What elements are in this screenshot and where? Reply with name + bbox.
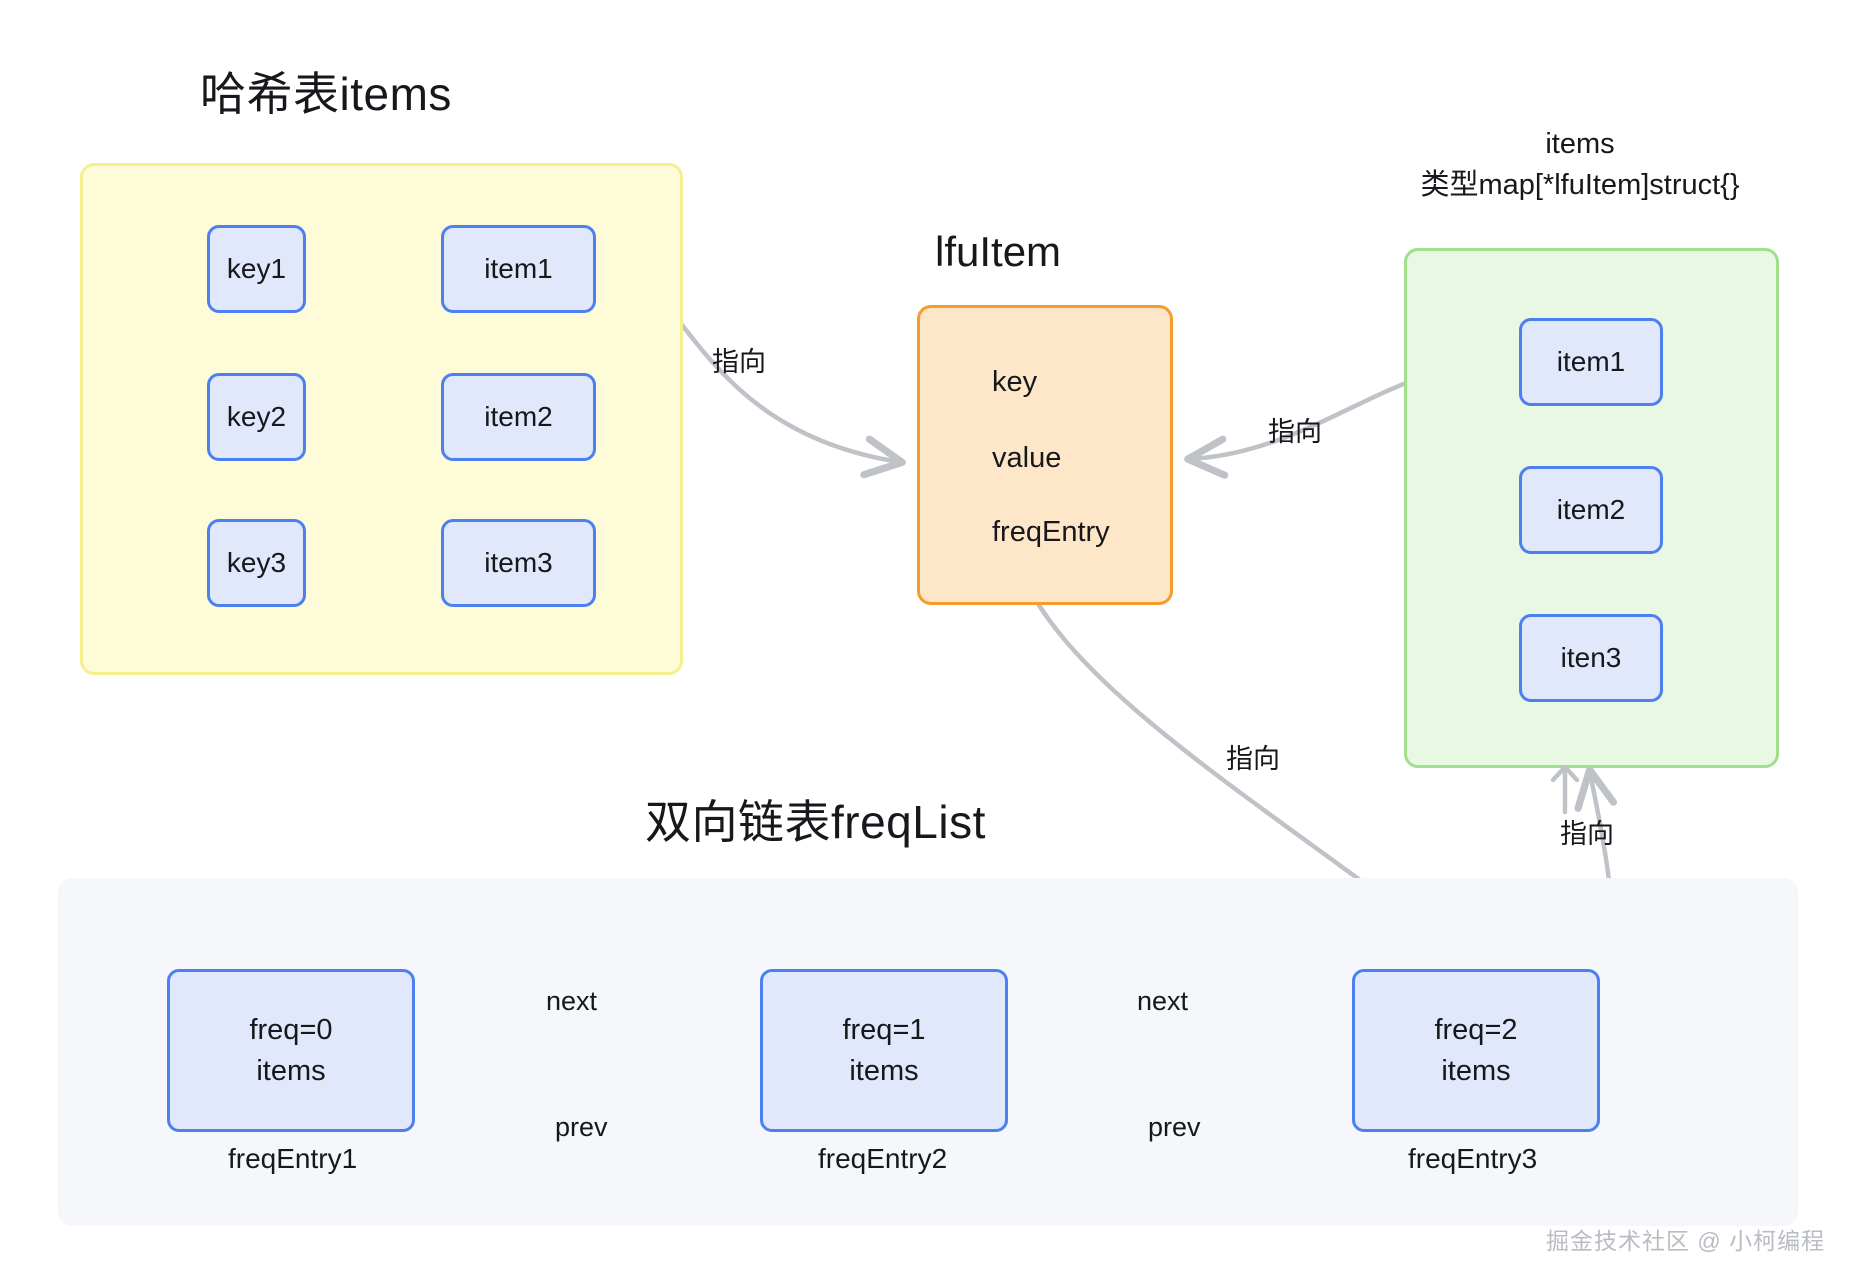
freq-node-3-freq: freq=2	[1434, 1014, 1518, 1047]
freq-node-1-freq: freq=0	[249, 1014, 333, 1047]
hash-key-node-1[interactable]: key1	[207, 225, 306, 313]
lfuitem-field-key: key	[992, 366, 1038, 398]
edge-label-freqentry-to-list: 指向	[1226, 744, 1280, 774]
hash-key-node-2[interactable]: key2	[207, 373, 306, 461]
freq-node-1-caption: freqEntry1	[228, 1143, 358, 1174]
link-label-next-2: next	[1137, 986, 1189, 1016]
freq-node-3-caption: freqEntry3	[1408, 1143, 1538, 1174]
map-caption-line2: 类型map[*lfuItem]struct{}	[1420, 169, 1740, 202]
freq-node-2-items: items	[849, 1054, 919, 1087]
lfuitem-field-freqentry: freqEntry	[992, 516, 1110, 548]
freq-node-2[interactable]: freq=1 items	[760, 969, 1008, 1132]
freq-node-3-items: items	[1441, 1054, 1511, 1087]
edge-label-list-to-map: 指向	[1560, 819, 1614, 849]
freqlist-title: 双向链表freqList	[645, 796, 986, 848]
watermark: 掘金技术社区 @ 小柯编程	[1546, 1228, 1826, 1254]
freq-node-1-items: items	[256, 1054, 326, 1087]
freq-node-2-caption: freqEntry2	[818, 1143, 948, 1174]
link-label-next-1: next	[546, 986, 598, 1016]
link-label-prev-1: prev	[555, 1112, 608, 1142]
freq-node-3[interactable]: freq=2 items	[1352, 969, 1600, 1132]
hash-item-node-2[interactable]: item2	[441, 373, 596, 461]
map-caption-line1: items	[1545, 128, 1615, 160]
freq-node-2-freq: freq=1	[842, 1014, 926, 1047]
link-label-prev-2: prev	[1148, 1112, 1201, 1142]
map-caption: items 类型map[*lfuItem]struct{}	[1360, 124, 1800, 206]
map-item-node-1[interactable]: item1	[1519, 318, 1663, 406]
lfuitem-container: key value freqEntry	[917, 305, 1173, 605]
hash-table-title: 哈希表items	[200, 68, 452, 120]
edge-label-map-to-lfuitem: 指向	[1268, 417, 1322, 447]
hash-key-node-3[interactable]: key3	[207, 519, 306, 607]
freq-node-1[interactable]: freq=0 items	[167, 969, 415, 1132]
hash-item-node-3[interactable]: item3	[441, 519, 596, 607]
map-item-node-3[interactable]: iten3	[1519, 614, 1663, 702]
up-arrow-icon	[1550, 764, 1580, 815]
hash-item-node-1[interactable]: item1	[441, 225, 596, 313]
edge-label-hash-to-lfuitem: 指向	[712, 347, 766, 377]
map-item-node-2[interactable]: item2	[1519, 466, 1663, 554]
lfuitem-field-value: value	[992, 442, 1062, 474]
lfuitem-title: lfuItem	[935, 228, 1062, 275]
